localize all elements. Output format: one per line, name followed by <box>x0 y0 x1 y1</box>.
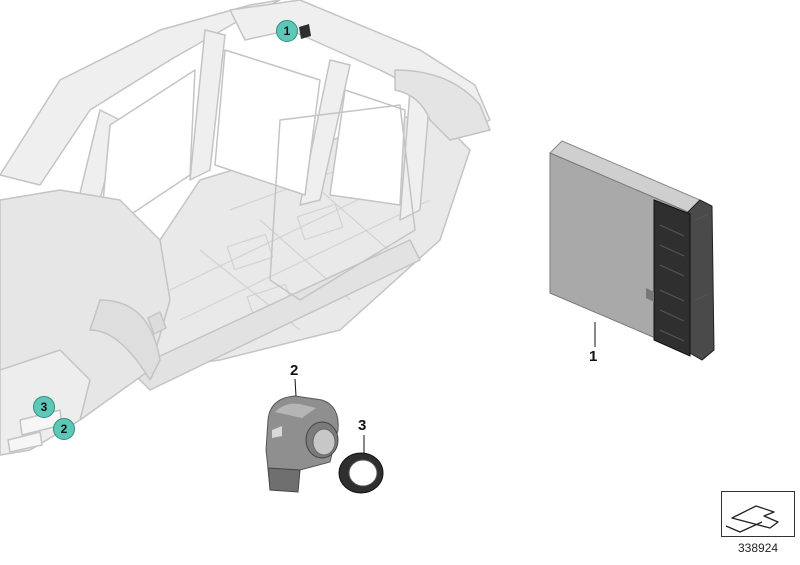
callout-number-1: 1 <box>589 348 598 365</box>
decoupling-ring-illustration <box>338 452 384 494</box>
next-page-button[interactable] <box>721 491 795 537</box>
ultrasonic-sensor-illustration <box>265 395 339 493</box>
car-body-illustration <box>0 0 491 456</box>
location-marker-2[interactable]: 2 <box>53 418 75 440</box>
callout-number-2: 2 <box>290 362 299 379</box>
module-location-part <box>299 24 311 39</box>
reference-number: 338924 <box>738 541 779 555</box>
next-page-arrow-icon <box>725 505 779 533</box>
callout-number-3: 3 <box>358 417 367 434</box>
control-unit-illustration <box>549 140 715 361</box>
location-marker-3[interactable]: 3 <box>33 396 55 418</box>
location-marker-1[interactable]: 1 <box>276 20 298 42</box>
leader-lines <box>294 322 596 454</box>
